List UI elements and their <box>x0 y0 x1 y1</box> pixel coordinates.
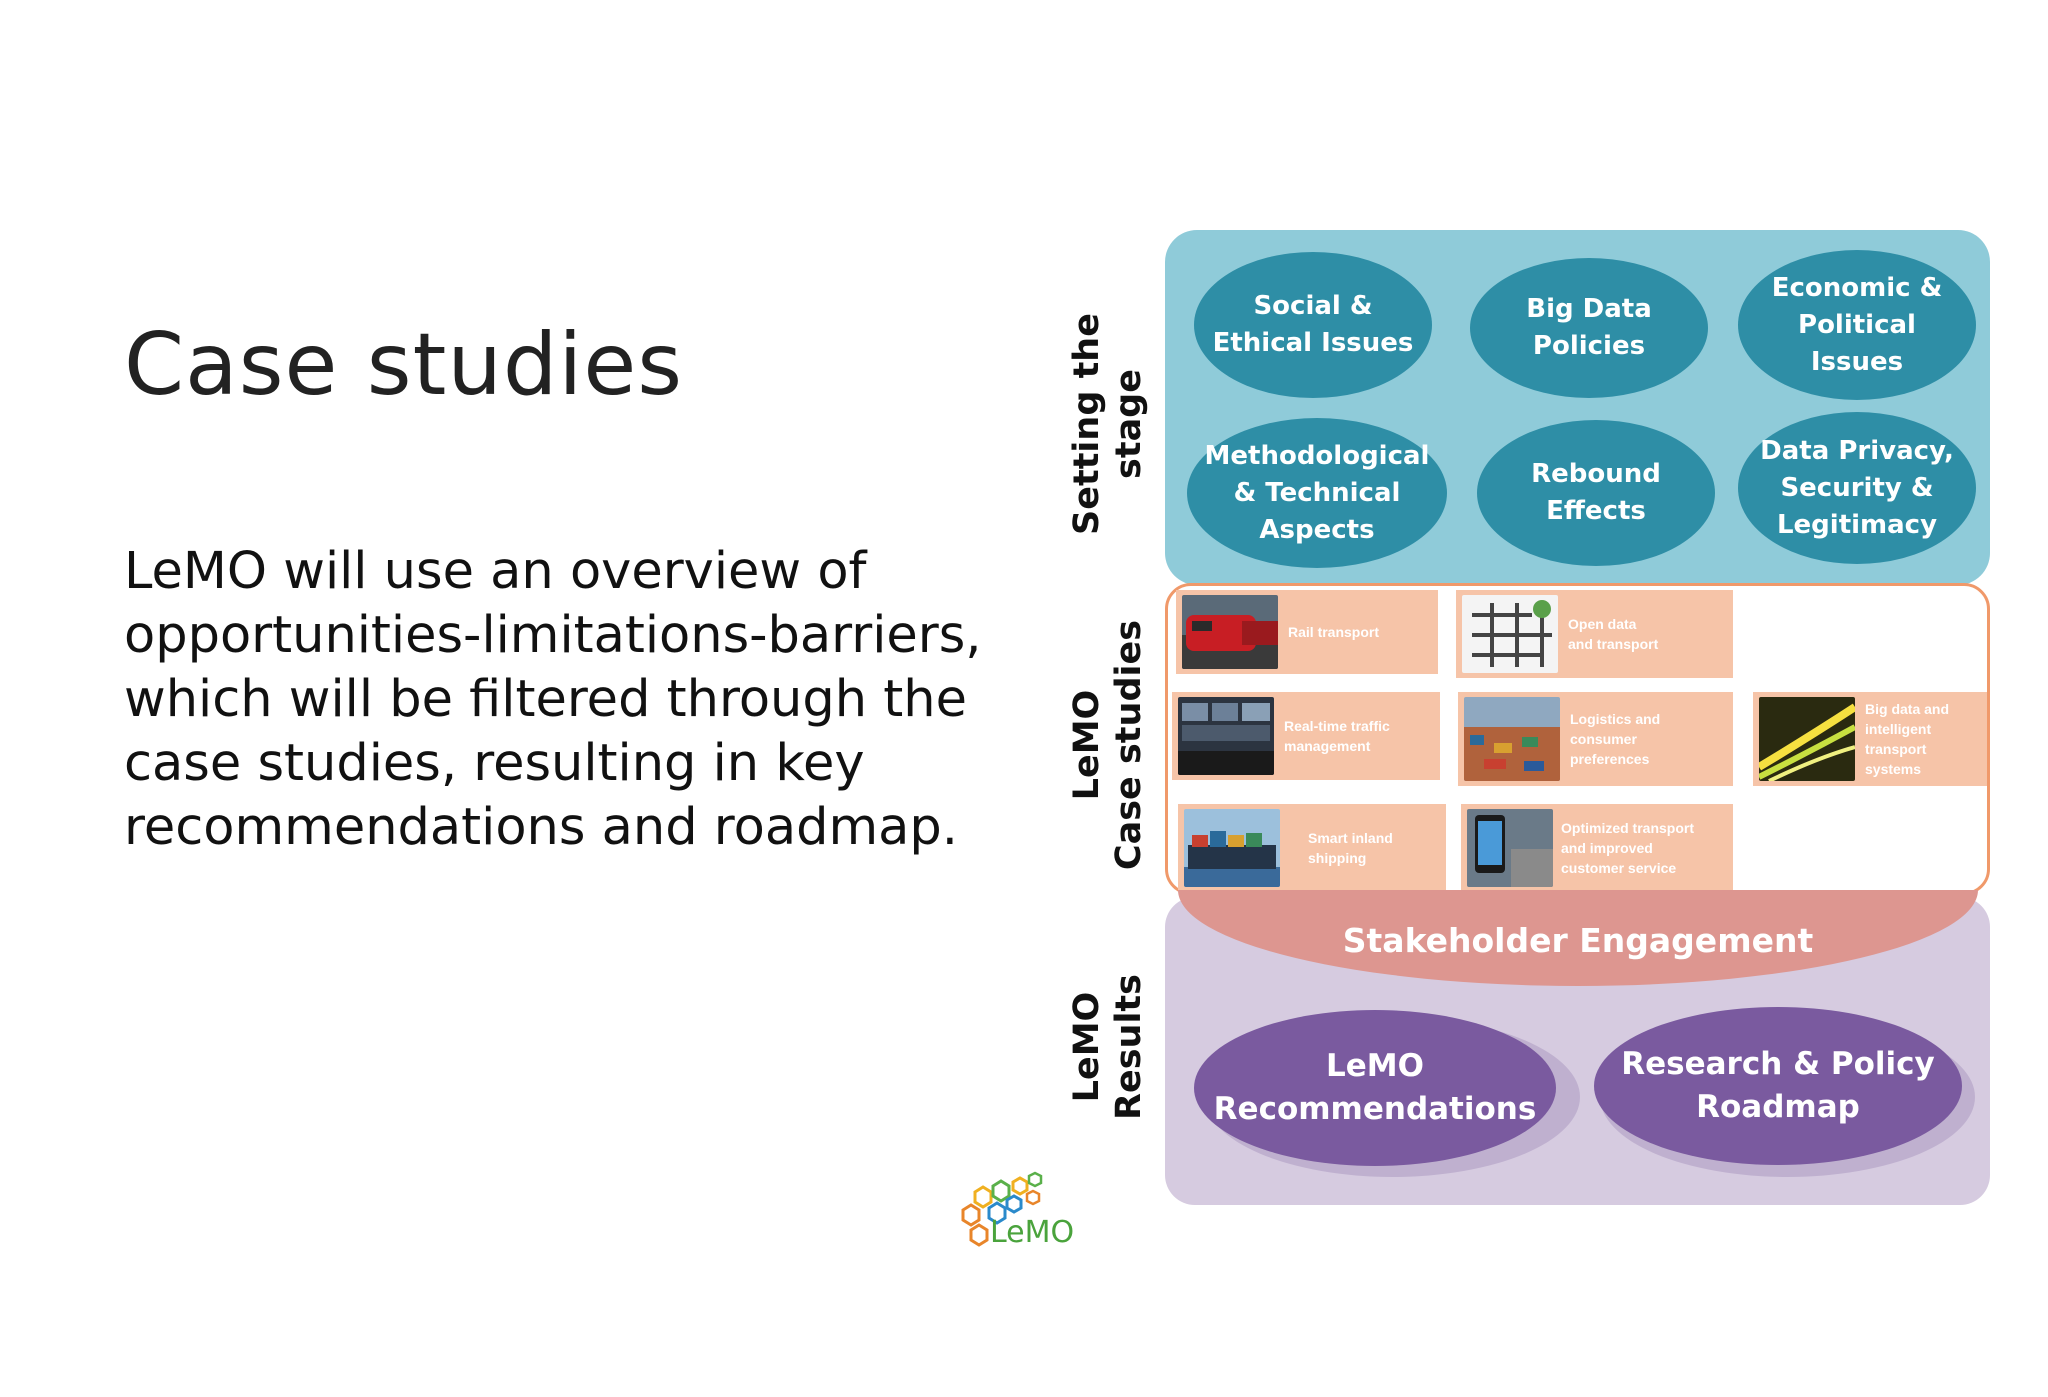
case-label-big-data-its: Big data and intelligent transport syste… <box>1865 701 1950 777</box>
stage-item-social-ethical: Social & Ethical Issues <box>1194 252 1432 398</box>
setting-the-stage-panel: Social & Ethical Issues Big Data Policie… <box>1165 230 1990 585</box>
light-trails-image <box>1759 697 1855 781</box>
slide-title: Case studies <box>124 315 684 415</box>
lemo-hexagon-icon <box>961 1171 1043 1247</box>
stage-item-methodological-technical: Methodological & Technical Aspects <box>1187 418 1447 568</box>
lemo-logo: LeMO <box>935 1160 1085 1260</box>
case-studies-panel: Rail transport Open data and transport R… <box>1165 583 1990 895</box>
stage-item-economic-political: Economic & Political Issues <box>1738 250 1976 400</box>
case-tile-logistics: Logistics and consumer preferences <box>1458 692 1733 786</box>
label-setting-the-stage: Setting the stage <box>1067 313 1149 535</box>
container-port-image <box>1464 697 1560 781</box>
case-tile-smart-inland-shipping: Smart inland shipping <box>1178 804 1446 892</box>
case-label-open-data: Open data and transport <box>1568 616 1659 652</box>
traffic-control-room-image <box>1178 697 1274 775</box>
case-tile-open-data: Open data and transport <box>1456 590 1733 678</box>
case-label-logistics: Logistics and consumer preferences <box>1570 711 1661 767</box>
case-label-optimized-transport: Optimized transport and improved custome… <box>1561 820 1695 876</box>
cargo-ship-image <box>1184 809 1280 887</box>
stage-item-big-data-policies: Big Data Policies <box>1470 258 1708 398</box>
result-research-policy-roadmap: Research & Policy Roadmap <box>1594 1007 1962 1165</box>
lemo-logo-text: LeMO <box>990 1215 1075 1250</box>
case-tile-big-data-its: Big data and intelligent transport syste… <box>1753 692 1987 786</box>
stage-item-data-privacy: Data Privacy, Security & Legitimacy <box>1738 412 1976 564</box>
case-tile-optimized-transport: Optimized transport and improved custome… <box>1461 804 1733 892</box>
mobile-app-image <box>1467 809 1553 887</box>
case-label-rail-transport: Rail transport <box>1288 624 1380 640</box>
stage-item-rebound-effects: Rebound Effects <box>1477 420 1715 566</box>
result-lemo-recommendations: LeMO Recommendations <box>1194 1010 1556 1166</box>
case-label-smart-inland-shipping: Smart inland shipping <box>1308 830 1393 866</box>
label-case-studies: LeMO Case studies <box>1067 619 1149 871</box>
open-data-map-image <box>1462 595 1558 673</box>
rail-transport-image <box>1182 595 1278 669</box>
label-results: LeMO Results <box>1067 974 1149 1120</box>
slide-body-text: LeMO will use an overview of opportuniti… <box>124 542 982 857</box>
case-label-real-time-traffic: Real-time traffic management <box>1284 718 1390 754</box>
case-tile-rail-transport: Rail transport <box>1176 590 1438 674</box>
case-tile-real-time-traffic: Real-time traffic management <box>1172 692 1440 780</box>
